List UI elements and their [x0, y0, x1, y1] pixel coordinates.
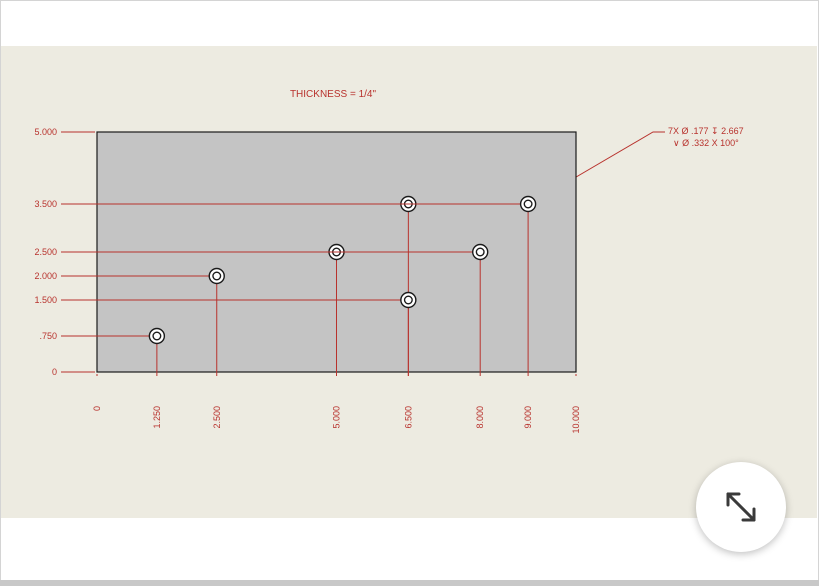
- hole: [152, 331, 162, 341]
- x-dimension-label: 5.000: [332, 406, 342, 429]
- expand-arrows-icon: [726, 492, 756, 522]
- callout-line-1: 7X Ø .177 ↧ 2.667: [668, 126, 744, 136]
- callout-line-2: ∨ Ø .332 X 100°: [673, 138, 739, 148]
- hole: [403, 295, 413, 305]
- hole: [523, 199, 533, 209]
- y-dimension-label: 3.500: [34, 199, 57, 209]
- y-dimension-label: .750: [39, 331, 57, 341]
- x-dimension-label: 6.500: [403, 406, 413, 429]
- bottom-edge: [0, 580, 819, 586]
- thickness-note: THICKNESS = 1/4": [290, 89, 377, 100]
- callout-leader: [541, 131, 665, 198]
- y-dimension-label: 2.500: [34, 247, 57, 257]
- expand-button[interactable]: [696, 462, 786, 552]
- x-dimension-label: 9.000: [523, 406, 533, 429]
- x-dimension-label: 2.500: [212, 406, 222, 429]
- x-dimension-label: 10.000: [571, 406, 581, 434]
- hole: [212, 271, 222, 281]
- y-dimension-label: 0: [52, 367, 57, 377]
- y-dimension-label: 5.000: [34, 127, 57, 137]
- drawing-canvas: THICKNESS = 1/4" 7X Ø .177 ↧ 2.667 ∨ Ø .…: [34, 89, 744, 434]
- y-dimension-label: 1.500: [34, 295, 57, 305]
- y-dimension-label: 2.000: [34, 271, 57, 281]
- x-dimension-label: 1.250: [152, 406, 162, 429]
- x-dimension-label: 0: [92, 406, 102, 411]
- hole: [475, 247, 485, 257]
- x-dimension-label: 8.000: [475, 406, 485, 429]
- engineering-drawing: THICKNESS = 1/4" 7X Ø .177 ↧ 2.667 ∨ Ø .…: [1, 46, 817, 518]
